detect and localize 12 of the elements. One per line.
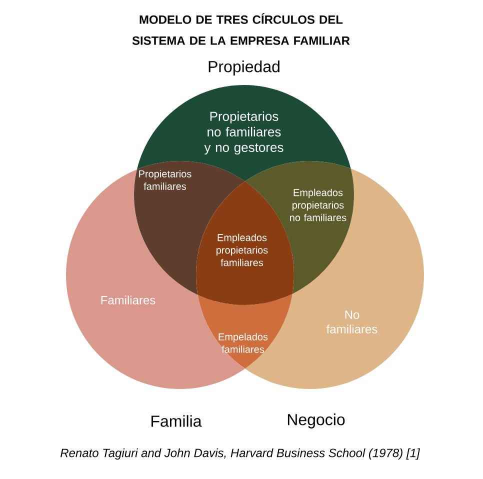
region-label: Propietarios familiares: [139, 170, 192, 190]
circle-heading: Negocio: [288, 414, 345, 428]
region-label: Empleados propietarios familiares: [216, 234, 268, 266]
title: MODELO DE TRES CÍRCULOS DEL SISTEMA DE LA EMPRESA FAMILIAR: [132, 13, 350, 45]
caption: Renato Tagiuri and John Davis, Harvard Business School (1978) [1]: [60, 448, 420, 460]
circle-heading: Propiedad: [208, 60, 280, 76]
circle-heading: Familia: [152, 415, 202, 427]
region-label: Propietarios no familiares y no gestores: [204, 111, 284, 155]
region-label: Familiares: [101, 296, 156, 304]
region-label: Empelados familiares: [218, 333, 268, 353]
region-label: No familiares: [326, 310, 378, 334]
region-label: Empleados propietarios no familiares: [290, 188, 346, 222]
